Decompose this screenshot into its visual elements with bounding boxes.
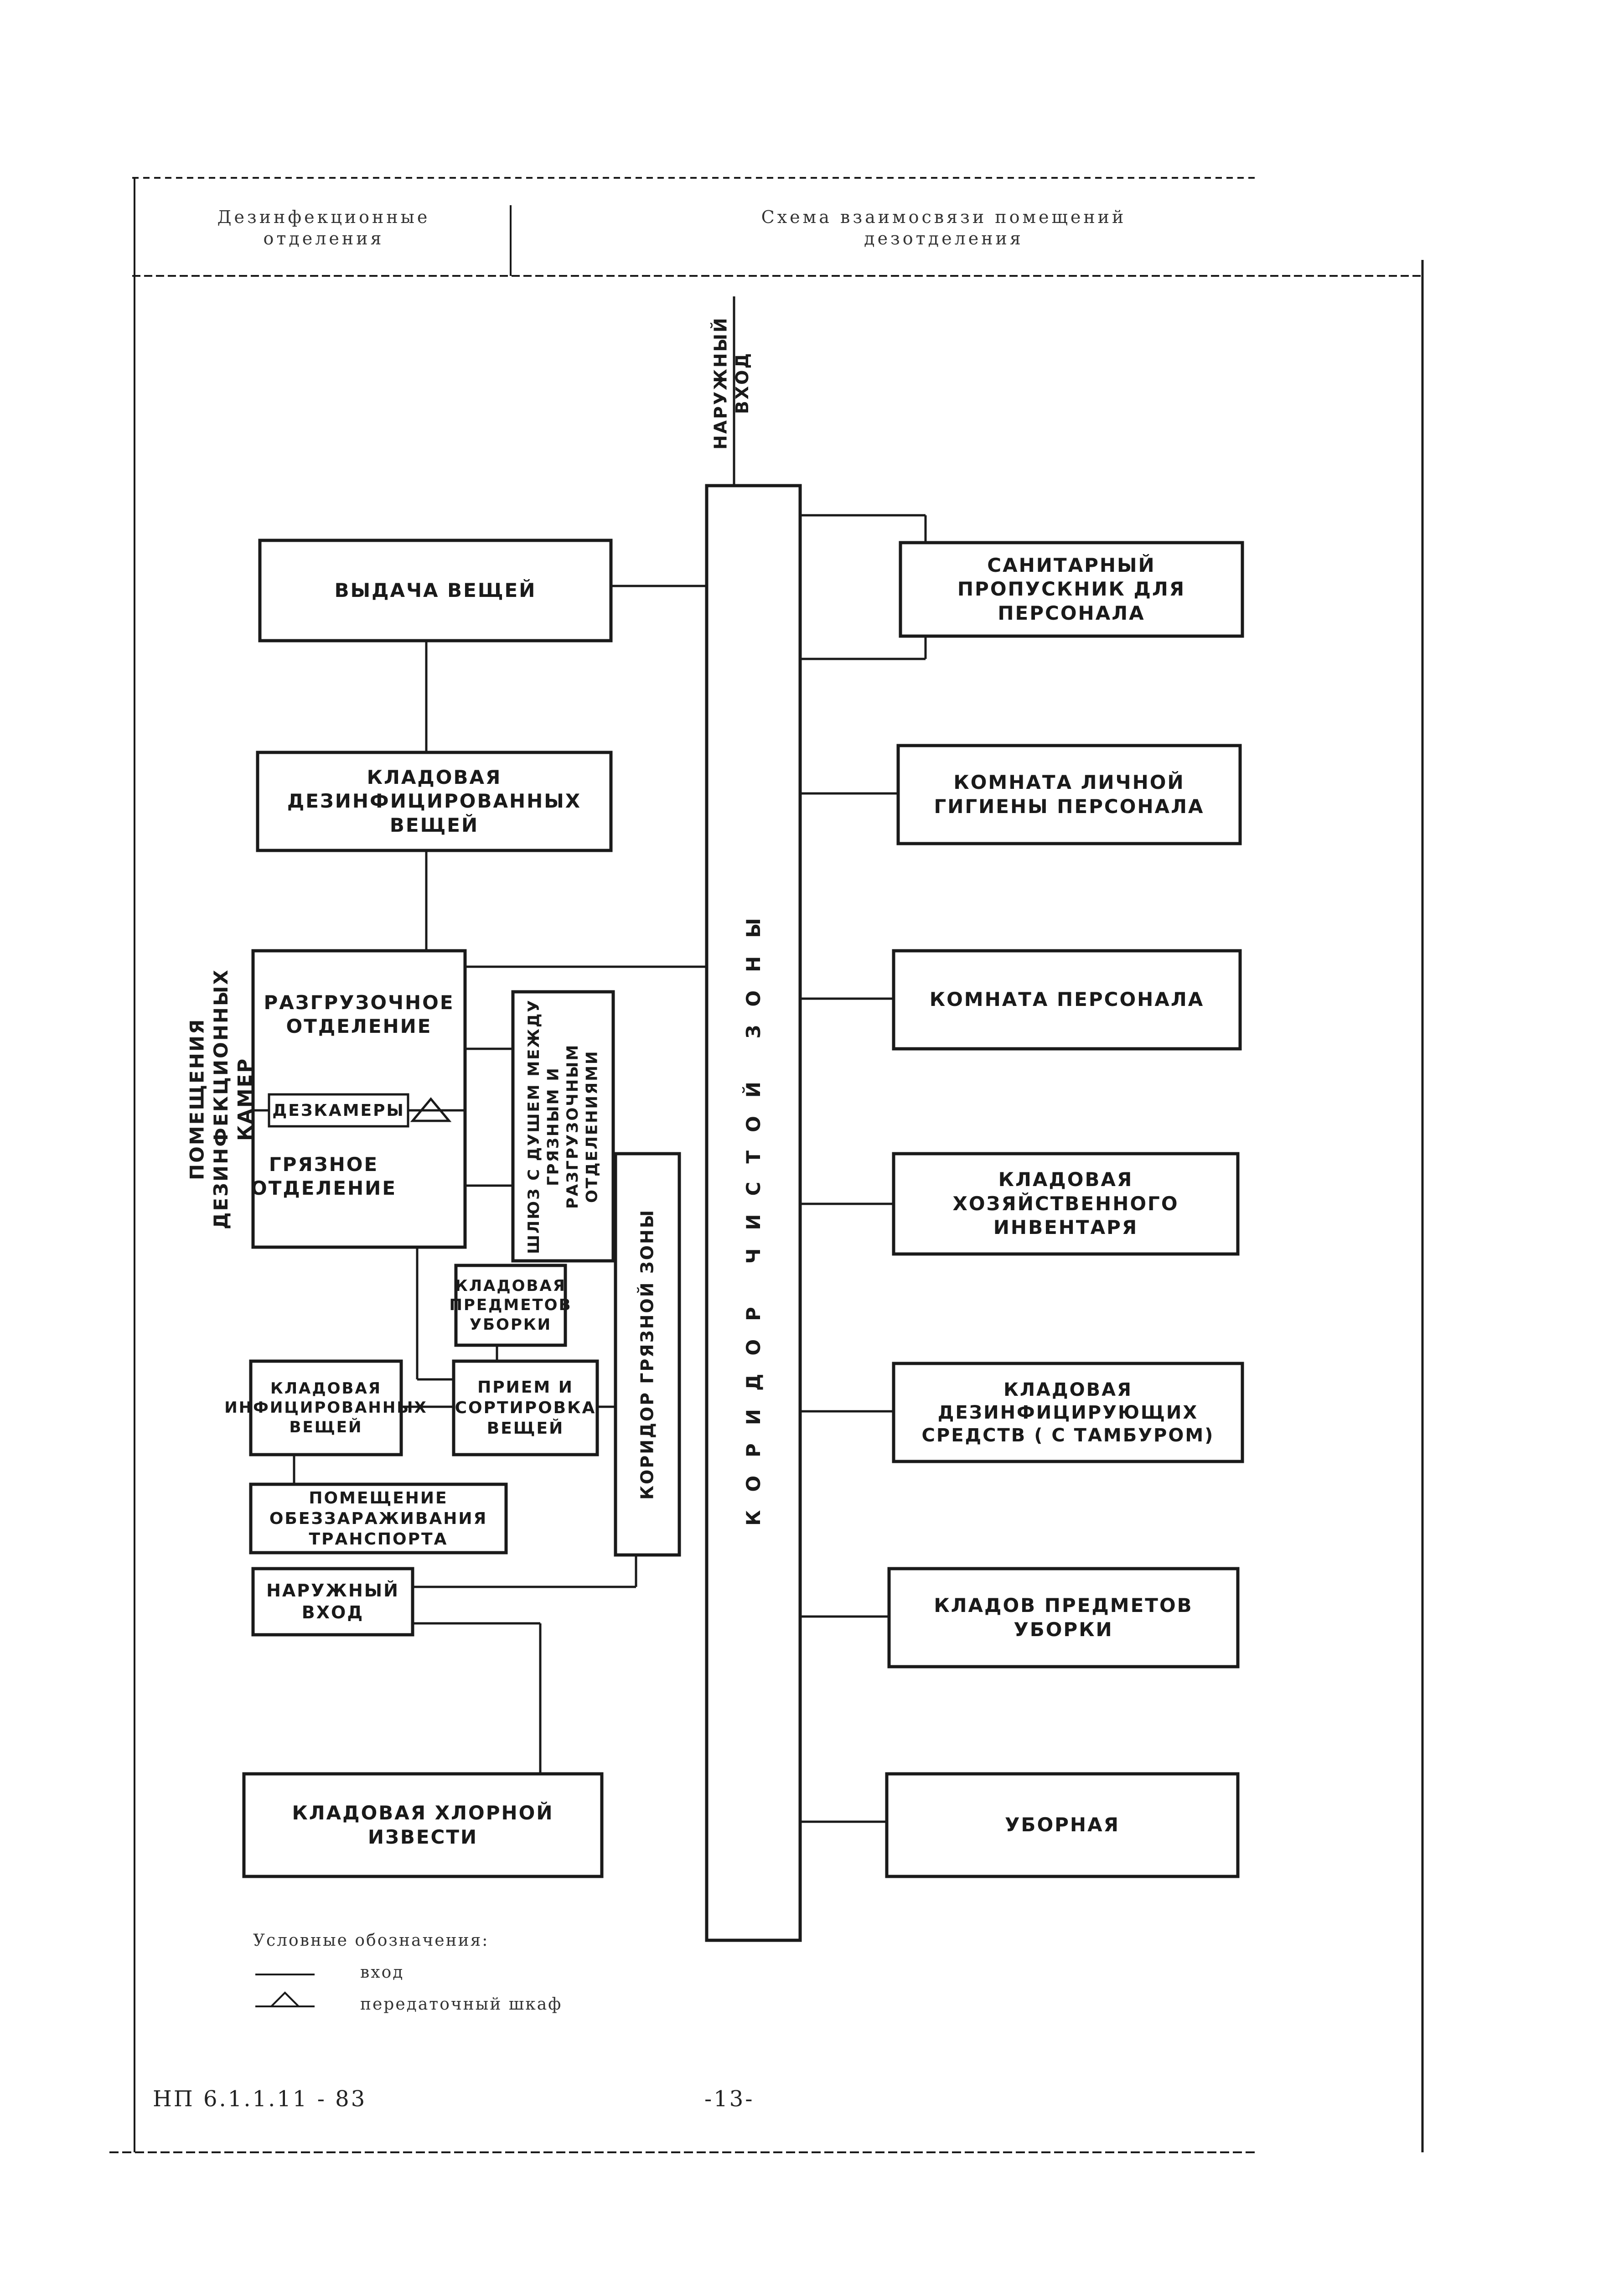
footer-page: -13- [704, 2086, 755, 2112]
legend-symbols [255, 1974, 315, 2007]
box-kladovaya-uborki-small [454, 1264, 567, 1347]
naruzh-vhod-box-label: Наружный вход [266, 1580, 399, 1622]
box-koridor-chistoy [705, 484, 802, 1942]
box-ubornaya [885, 1772, 1240, 1878]
san-propusk-label: Санитарный пропускник для персонала [957, 554, 1186, 624]
legend-triangle-label: передаточный шкаф [360, 1995, 563, 2014]
box-obezzar [249, 1482, 508, 1555]
legend-title: Условные обозначения: [253, 1931, 489, 1950]
razgruz-label: Разгрузочное отделение [264, 991, 455, 1038]
kladovaya-dez-sredstv-label: Кладовая дезинфицирующих средств ( с там… [921, 1379, 1215, 1446]
obezzar-label: Помещение обеззараживания транспорта [269, 1488, 488, 1549]
footer-code: НП 6.1.1.11 - 83 [153, 2086, 367, 2112]
box-naruzh-vhod [251, 1567, 414, 1637]
shlyuz-label: Шлюз с душем между грязным и разгрузочны… [525, 999, 601, 1254]
box-kladovaya-dezinf [256, 751, 613, 852]
naruzh-vhod-top-label: Наружный вход [710, 316, 753, 450]
kladovaya-hoz-label: Кладовая хозяйственного инвентаря [952, 1168, 1179, 1239]
vydacha-label: Выдача вещей [334, 579, 537, 601]
koridor-gryaznoy-label: Коридор грязной зоны [637, 1208, 657, 1500]
transfer-cabinet-icon [410, 1097, 452, 1122]
box-shlyuz [511, 990, 615, 1263]
connection-lines [253, 296, 927, 1823]
ubornaya-label: Уборная [1005, 1814, 1120, 1836]
pomeshcheniya-kamer-label: Помещения дезинфекционных камер [186, 969, 256, 1229]
gryaznoe-label: Грязное отделение [251, 1153, 397, 1200]
komnata-gigieny-label: Комната личной гигиены персонала [934, 771, 1205, 818]
koridor-chistoy-label: Коридор чистой зоны [742, 900, 765, 1526]
kladovaya-izvesti-label: Кладовая хлорной извести [292, 1802, 554, 1848]
dezkamery-label: Дезкамеры [272, 1101, 405, 1120]
box-razgruz-gryaznoe [251, 949, 467, 1249]
header-left: Дезинфекционные отделения [217, 207, 430, 249]
kladovaya-infic-label: Кладовая инфицированных вещей [224, 1379, 428, 1436]
box-koridor-gryaznoy [614, 1152, 681, 1557]
kladovaya-dezinf-label: Кладовая дезинфицированных вещей [287, 766, 582, 836]
kladov-uborki-label: Кладов предметов уборки [934, 1594, 1193, 1641]
legend-line-label: вход [360, 1963, 404, 1982]
kladovaya-uborki-small-label: Кладовая предметов уборки [449, 1276, 572, 1334]
box-san-propusk [899, 541, 1244, 638]
komnata-personala-label: Комната персонала [929, 988, 1205, 1011]
priem-label: Прием и сортировка вещей [455, 1378, 596, 1438]
header-right: Схема взаимосвязи помещений дезотделения [761, 207, 1127, 249]
page-frame [109, 177, 1424, 2153]
box-vydacha [258, 539, 613, 643]
box-kladovaya-izvesti [242, 1772, 604, 1878]
